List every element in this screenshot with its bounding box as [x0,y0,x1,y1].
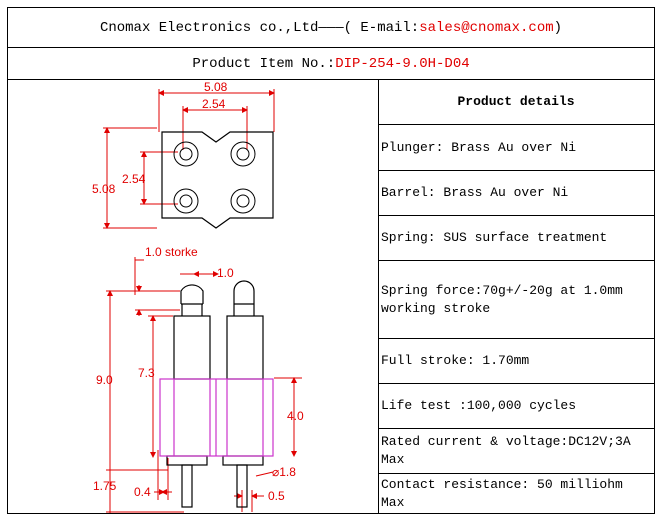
detail-row-life-test: Life test :100,000 cycles [378,384,654,429]
detail-row-barrel: Barrel: Brass Au over Ni [378,171,654,216]
dim-pin: 0.5 [268,489,285,503]
detail-row-contact-resistance: Contact resistance: 50 milliohm Max [381,476,623,510]
company-name: Cnomax Electronics co.,Ltd———( E-mail: [99,19,420,36]
product-details-table: Product details Plunger: Brass Au over N… [378,80,654,513]
drawing-canvas: 5.08 2.54 2.54 5.08 1.0 storke 1.0 9.0 7… [92,80,304,520]
dim-tail: 1.75 [93,479,117,493]
dim-total-height: 9.0 [96,373,113,387]
footprint-outline [161,131,274,229]
dim-left-outer: 5.08 [92,182,116,196]
dim-left-inner: 2.54 [122,172,146,186]
dim-diameter: ⌀1.8 [272,465,296,479]
dim-tip: 1.0 [217,266,234,280]
detail-row-full-stroke: Full stroke: 1.70mm [378,339,654,384]
email-link[interactable]: sales@cnomax.com [419,19,554,36]
footprint-holes [173,141,256,214]
company-header: Cnomax Electronics co.,Ltd———( E-mail: s… [8,8,654,48]
dim-barrel-height: 4.0 [287,409,304,423]
dim-body-height: 7.3 [138,366,155,380]
spec-sheet: Cnomax Electronics co.,Ltd———( E-mail: s… [7,7,655,520]
stroke-label: 1.0 storke [145,245,198,259]
product-item-number: DIP-254-9.0H-D04 [335,55,470,72]
pogo-pin-body [166,280,264,508]
dim-top-inner: 2.54 [202,97,226,111]
dimension-labels: 5.08 2.54 2.54 5.08 1.0 storke 1.0 9.0 7… [92,80,304,503]
dim-top-outer: 5.08 [204,80,228,94]
details-title: Product details [378,80,654,125]
technical-drawing: 5.08 2.54 2.54 5.08 1.0 storke 1.0 9.0 7… [8,80,379,520]
detail-row-spring-force: Spring force:70g+/-20g at 1.0mm working … [378,261,654,339]
detail-row-rated-current: Rated current & voltage:DC12V;3A Max [378,429,654,474]
company-tail: ) [553,19,563,36]
detail-row-spring: Spring: SUS surface treatment [378,216,654,261]
dim-flange: 0.4 [134,485,151,499]
barrel-housing [159,378,274,457]
product-item-label: Product Item No.: [192,55,336,72]
product-item-row: Product Item No.: DIP-254-9.0H-D04 [8,48,654,80]
detail-row-plunger: Plunger: Brass Au over Ni [378,125,654,171]
dimension-lines [103,89,302,520]
